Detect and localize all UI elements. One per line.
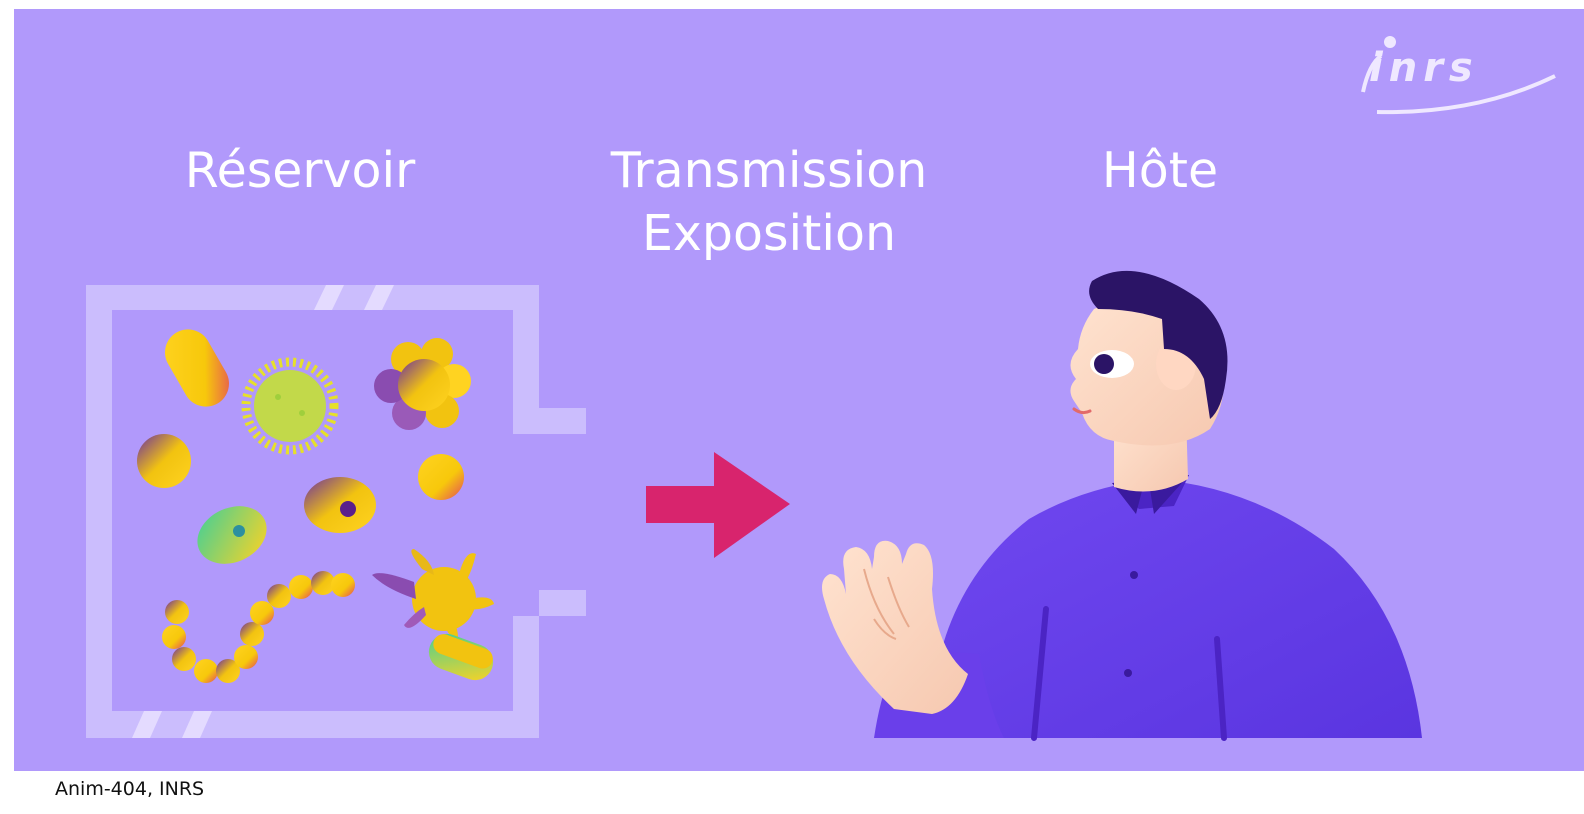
open-hand-icon	[822, 540, 968, 714]
microbe-icons	[137, 329, 494, 683]
person-illustration	[822, 270, 1422, 741]
step-hote-label: Hôte	[1101, 142, 1219, 199]
arrow-right-icon	[646, 452, 790, 558]
container-box	[86, 285, 586, 738]
inrs-logo	[1361, 36, 1556, 115]
flower-microbe-icon	[374, 338, 471, 430]
step-exposition-label: Exposition	[641, 205, 897, 262]
chain-microbe-icon	[162, 571, 355, 683]
inrs-logo-text: inrs	[1369, 45, 1479, 91]
caption: Anim-404, INRS	[55, 778, 205, 800]
splat-microbe-icon	[372, 549, 494, 641]
step-transmission-label: Transmission	[610, 142, 928, 199]
diagram-slide: inrs Réservoir Transmission Exposition H…	[14, 9, 1584, 771]
step-reservoir-label: Réservoir	[184, 142, 416, 199]
illustration	[86, 270, 1422, 741]
spiky-microbe-icon	[241, 357, 339, 455]
